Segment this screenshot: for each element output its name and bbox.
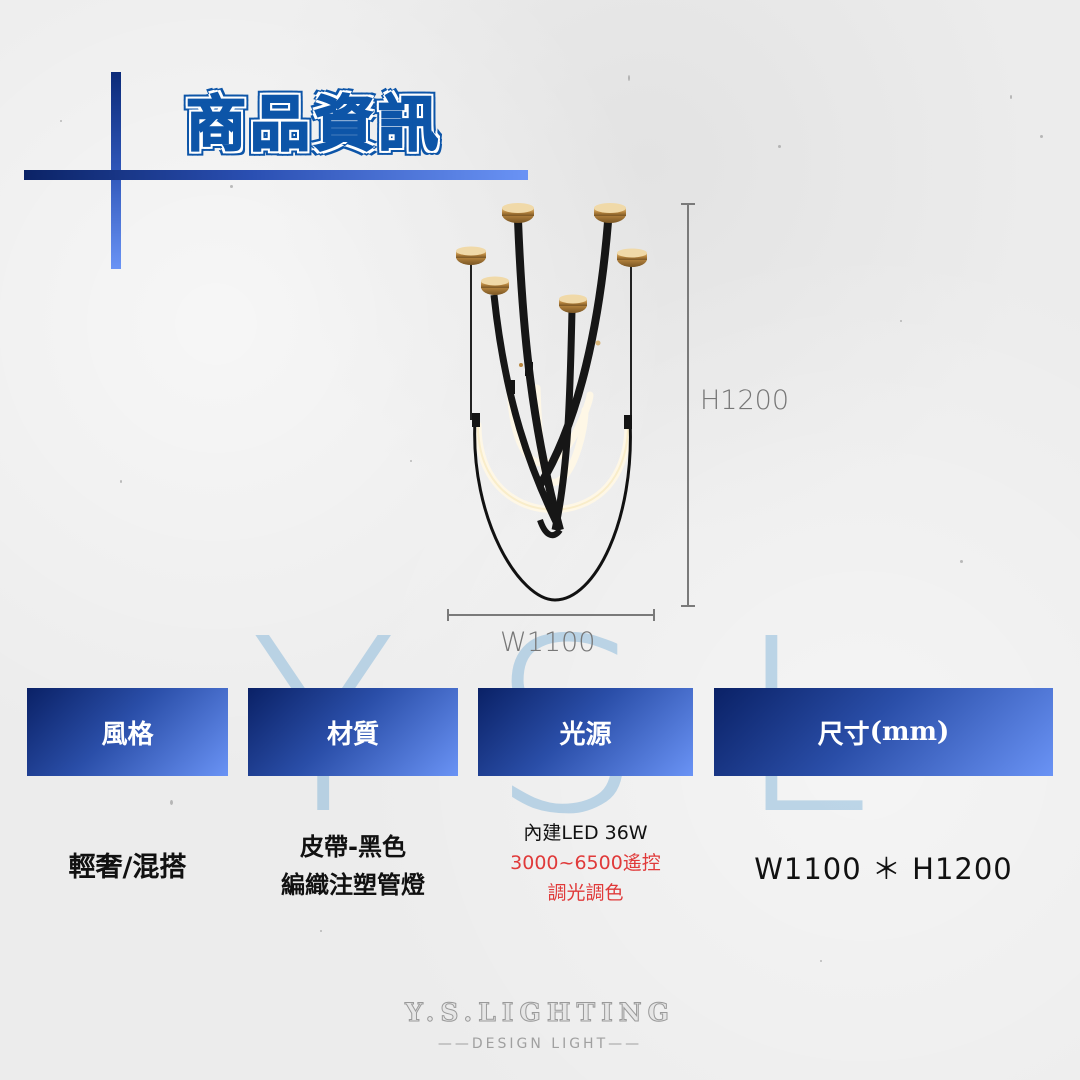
material-line-2: 編織注塑管燈	[281, 871, 425, 899]
width-dimension-label: W1100	[500, 627, 596, 658]
spec-header-light-source: 光源	[478, 688, 693, 776]
spec-header-material: 材質	[248, 688, 458, 776]
spec-value-size: W1100 ＊ H1200	[754, 852, 1013, 886]
width-dimension-line	[447, 609, 655, 621]
spec-value-style: 輕奢/混搭	[68, 852, 187, 883]
spec-header-size-unit: (mm)	[869, 717, 950, 747]
spec-header-style: 風格	[27, 688, 228, 776]
light-source-line-2: 3000~6500遙控	[510, 852, 661, 874]
spec-value-material: 皮帶-黑色 編織注塑管燈	[248, 828, 458, 904]
height-dimension-line	[681, 203, 695, 607]
brand-logo-text: Y.S.LIGHTING	[405, 998, 675, 1028]
spec-value-light-source: 內建LED 36W 3000~6500遙控 調光調色	[478, 818, 693, 908]
pendant-lamp-illustration	[456, 203, 647, 602]
decorative-horizontal-line	[24, 170, 528, 180]
light-source-line-3: 調光調色	[547, 882, 624, 904]
height-dimension-label: H1200	[700, 385, 790, 416]
light-source-line-1: 內建LED 36W	[523, 822, 648, 844]
spec-header-size-label: 尺寸	[817, 719, 870, 750]
material-line-1: 皮帶-黑色	[300, 833, 406, 861]
page-title: 商品資訊	[185, 89, 442, 161]
spec-header-size: 尺寸(mm)	[714, 688, 1053, 776]
brand-tagline: ——DESIGN LIGHT——	[437, 1036, 643, 1052]
